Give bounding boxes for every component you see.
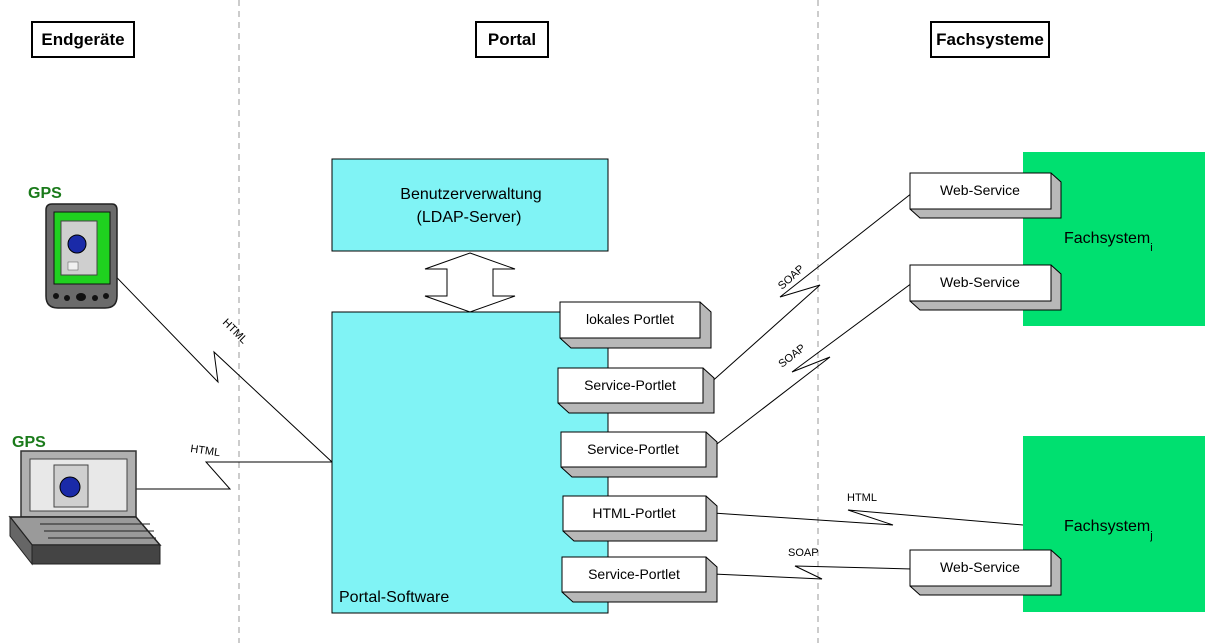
- svg-text:HTML-Portlet: HTML-Portlet: [592, 505, 675, 521]
- label-html-laptop: HTML: [190, 443, 221, 459]
- header-endgeraete: Endgeräte: [31, 21, 135, 58]
- connection-html-fachsystem: [712, 509, 1024, 526]
- svg-text:Service-Portlet: Service-Portlet: [588, 566, 680, 582]
- connection-soap-1: [707, 192, 913, 386]
- pda-gps-label: GPS: [28, 185, 62, 202]
- web-service-1[interactable]: Web-Service: [909, 172, 1062, 219]
- user-management-sublabel: (LDAP-Server): [417, 209, 522, 226]
- label-html-pda: HTML: [220, 317, 250, 347]
- user-management-box: [331, 158, 609, 252]
- fachsystem-i-label: Fachsystemi: [1064, 230, 1153, 254]
- portal-software-label: Portal-Software: [339, 589, 449, 606]
- header-fachsysteme: Fachsysteme: [930, 21, 1050, 58]
- fachsystem-j-label: Fachsystemj: [1064, 518, 1153, 542]
- label-soap-2: SOAP: [776, 342, 807, 370]
- portlet-html[interactable]: HTML-Portlet: [562, 495, 718, 542]
- web-service-2[interactable]: Web-Service: [909, 264, 1062, 311]
- connection-laptop-portal: [96, 461, 332, 490]
- bidirectional-arrow: [424, 252, 516, 313]
- portlet-service-2[interactable]: Service-Portlet: [560, 431, 718, 478]
- svg-text:Web-Service: Web-Service: [940, 559, 1020, 575]
- laptop-icon: [8, 450, 162, 566]
- svg-text:Web-Service: Web-Service: [940, 182, 1020, 198]
- label-html-fachsystem: HTML: [847, 492, 877, 504]
- connection-soap-2: [712, 282, 913, 448]
- svg-text:Web-Service: Web-Service: [940, 274, 1020, 290]
- svg-text:lokales Portlet: lokales Portlet: [586, 311, 674, 327]
- connection-pda-portal: [94, 254, 333, 463]
- svg-text:Service-Portlet: Service-Portlet: [584, 377, 676, 393]
- web-service-3[interactable]: Web-Service: [909, 549, 1062, 596]
- pda-icon: [45, 203, 118, 309]
- portlet-service-1[interactable]: Service-Portlet: [557, 367, 715, 414]
- user-management-label: Benutzerverwaltung: [400, 186, 541, 203]
- portlet-service-3[interactable]: Service-Portlet: [561, 556, 718, 603]
- connection-soap-3: [712, 565, 913, 580]
- label-soap-3: SOAP: [788, 547, 819, 559]
- portlet-lokales[interactable]: lokales Portlet: [559, 301, 712, 349]
- svg-text:Service-Portlet: Service-Portlet: [587, 441, 679, 457]
- header-portal: Portal: [475, 21, 549, 58]
- laptop-gps-label: GPS: [12, 434, 46, 451]
